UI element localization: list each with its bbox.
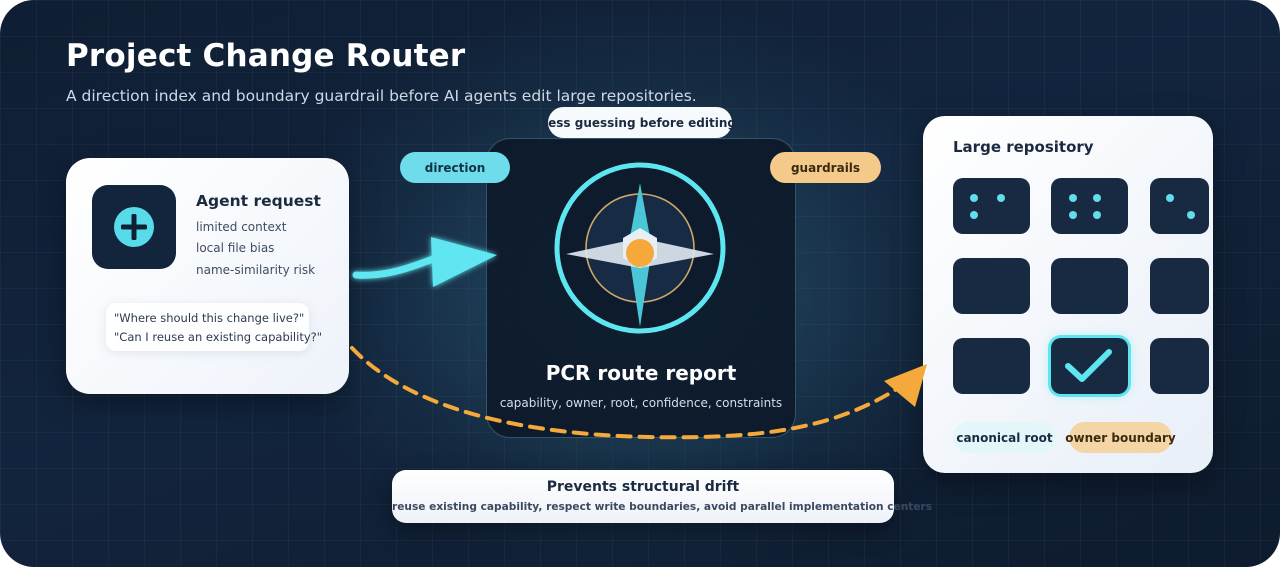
repo-module-tile [1150,178,1209,234]
repository-title: Large repository [953,138,1094,156]
large-repository-card: Large repository canonical root owner [923,116,1213,473]
owner-boundary-pill: owner boundary [1065,422,1176,453]
page-subtitle: A direction index and boundary guardrail… [66,87,697,105]
page-title: Project Change Router [66,38,466,74]
direction-pill: direction [400,152,510,183]
repo-module-tile [1150,258,1209,314]
checkmark-icon [1051,338,1128,394]
repo-module-tile [953,258,1030,314]
repo-module-tile [1150,338,1209,394]
canonical-root-pill: canonical root [953,422,1056,453]
agent-limitation: local file bias [196,241,275,255]
agent-request-title: Agent request [196,192,321,210]
agent-request-card: Agent request limited context local file… [66,158,349,394]
repo-module-tile [1051,178,1128,234]
structural-drift-card: Prevents structural drift reuse existing… [392,470,933,523]
guardrails-pill: guardrails [770,152,881,183]
pcr-subtitle: capability, owner, root, confidence, con… [499,396,783,410]
routing-arrow [350,346,927,440]
repo-module-tile [953,338,1030,394]
repo-module-tile [953,178,1030,234]
input-arrow [352,237,497,287]
compass-icon [554,162,726,334]
drift-subtitle: reuse existing capability, respect write… [392,501,933,513]
less-guessing-pill: less guessing before editing [544,107,736,138]
agent-question: "Where should this change live?" [114,311,305,325]
pcr-route-report-card: PCR route report capability, owner, root… [486,138,796,438]
drift-title: Prevents structural drift [546,479,740,495]
agent-limitation: limited context [196,220,287,234]
agent-questions: "Where should this change live?" "Can I … [106,303,322,351]
repo-module-tile [1051,258,1128,314]
pcr-title: PCR route report [545,361,737,385]
plus-icon [92,185,176,269]
agent-limitation: name-similarity risk [196,263,316,277]
agent-question: "Can I reuse an existing capability?" [114,330,323,344]
